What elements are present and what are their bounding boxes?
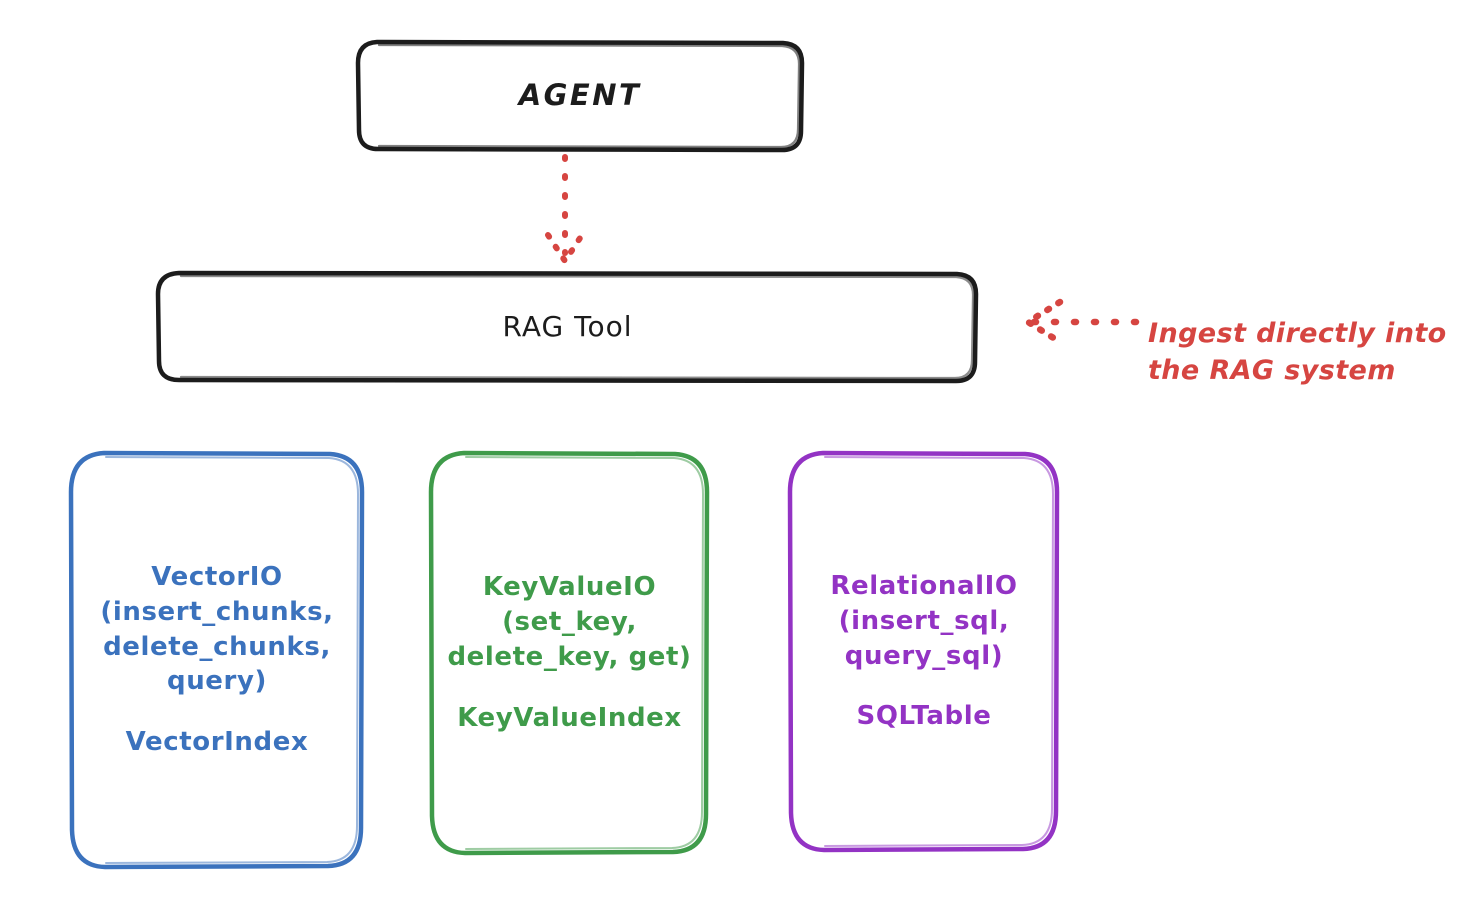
node-key-value-io-index-label: KeyValueIndex (457, 702, 682, 733)
node-rag-tool[interactable]: RAG Tool (155, 270, 980, 384)
node-agent-label: AGENT (518, 78, 642, 113)
node-key-value-io-label: KeyValueIO (set_key, delete_key, get) Key… (437, 570, 701, 735)
key-value-io-gap (447, 675, 691, 701)
node-key-value-io-api-label: KeyValueIO (set_key, delete_key, get) (447, 572, 692, 672)
node-vector-io-index-label: VectorIndex (125, 727, 309, 758)
node-relational-io-label: RelationalIO (insert_sql, query_sql) SQLT… (820, 569, 1027, 734)
connector-note-to-rag-tool (1024, 298, 1140, 346)
node-relational-io-index-label: SQLTable (856, 701, 992, 732)
relational-io-gap (830, 673, 1017, 699)
annotation-ingest-note-text: Ingest directly into the RAG system (1148, 318, 1447, 386)
node-rag-tool-label: RAG Tool (502, 310, 633, 344)
node-agent[interactable]: AGENT (355, 39, 805, 153)
node-vector-io[interactable]: VectorIO (insert_chunks, delete_chunks, … (68, 450, 366, 870)
node-relational-io[interactable]: RelationalIO (insert_sql, query_sql) SQLT… (787, 450, 1061, 853)
annotation-ingest-note: Ingest directly into the RAG system (1148, 280, 1478, 389)
connector-agent-to-rag-tool (545, 154, 585, 264)
vector-io-gap (100, 699, 333, 725)
node-relational-io-api-label: RelationalIO (insert_sql, query_sql) (830, 570, 1018, 671)
node-key-value-io[interactable]: KeyValueIO (set_key, delete_key, get) Key… (428, 450, 711, 856)
node-vector-io-label: VectorIO (insert_chunks, delete_chunks, … (90, 560, 343, 760)
node-vector-io-api-label: VectorIO (insert_chunks, delete_chunks, … (100, 561, 334, 697)
